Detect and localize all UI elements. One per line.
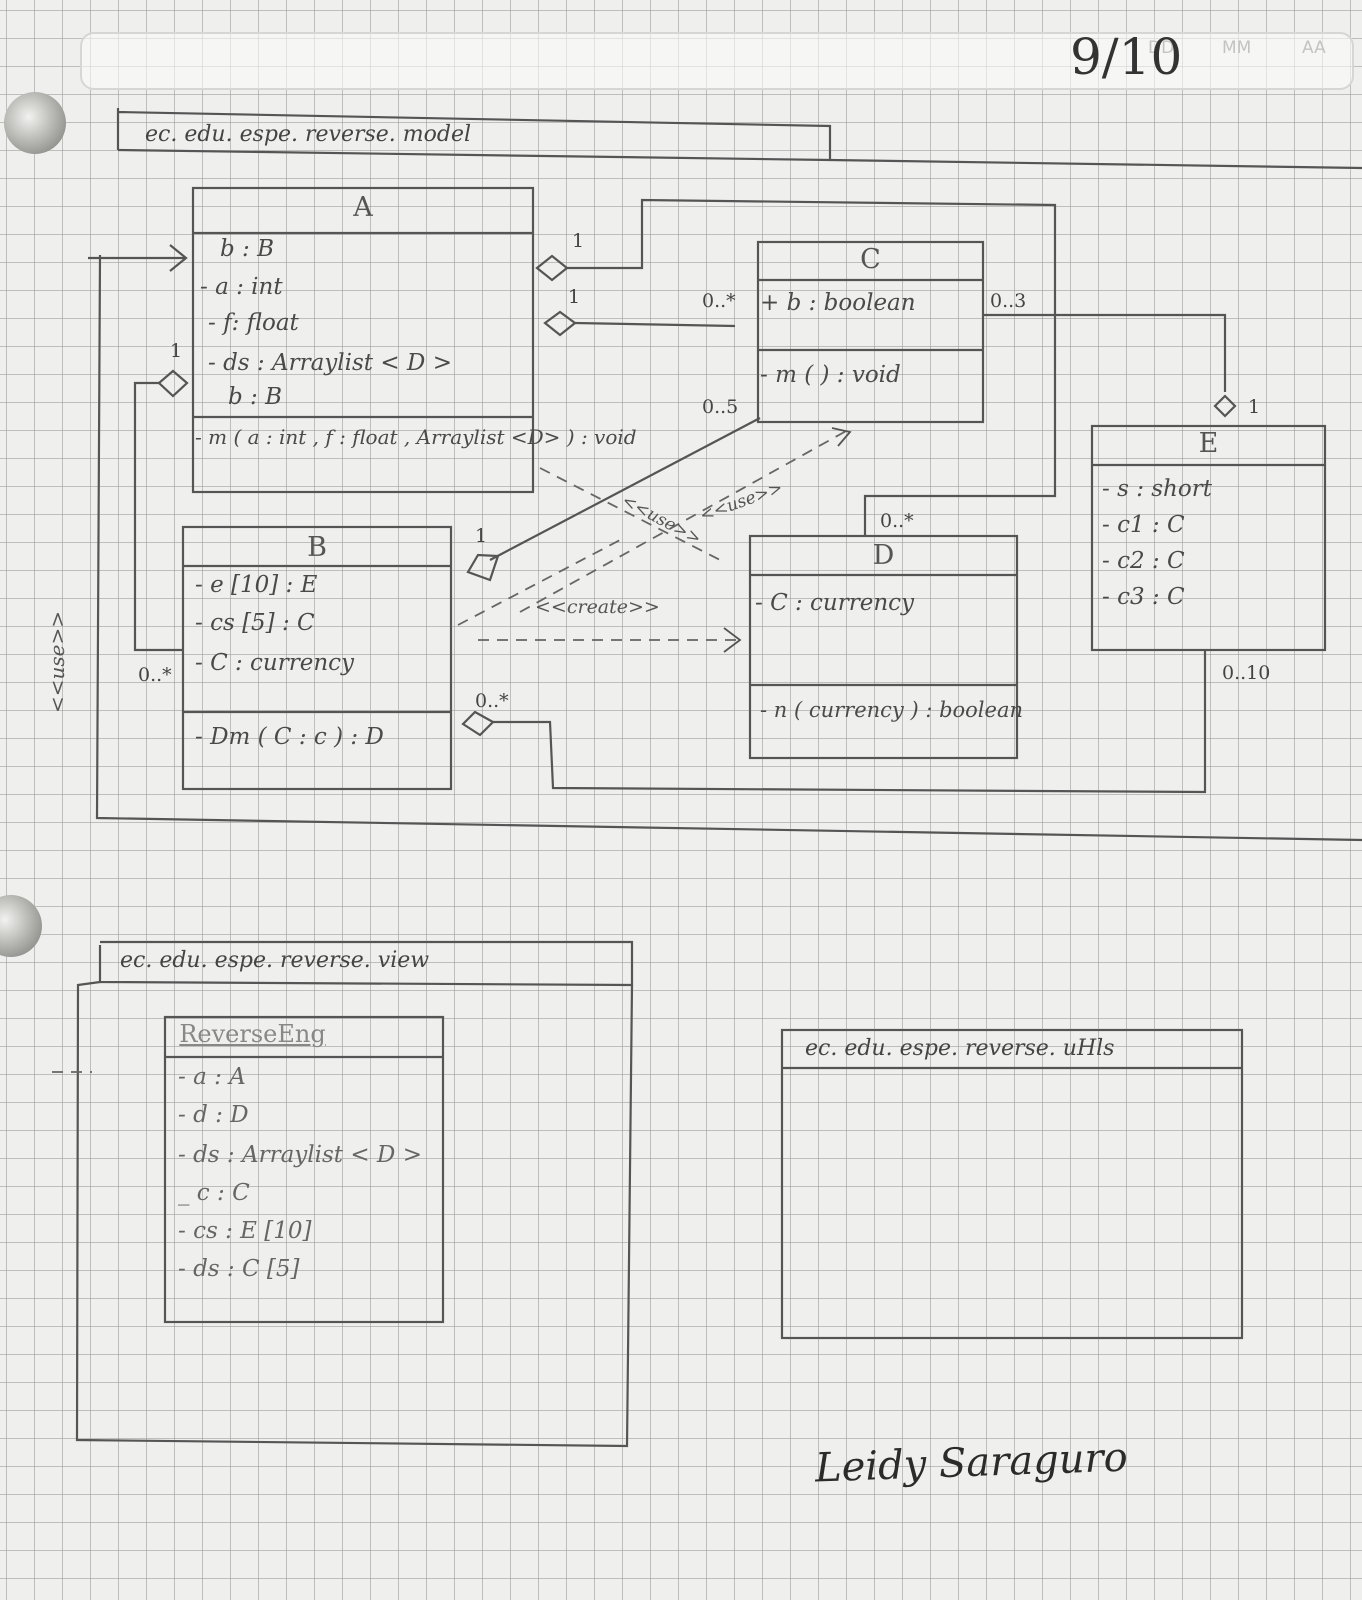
class-a-box <box>191 186 535 494</box>
class-a-name: A <box>353 192 373 223</box>
class-reverseeng-attr-6: - ds : C [5] <box>178 1256 300 1282</box>
model-package-tab <box>116 108 832 160</box>
mult-e-agg: 1 <box>1248 396 1261 418</box>
binder-hole-top <box>4 92 66 154</box>
class-e-attr-4: - c3 : C <box>1102 584 1185 610</box>
mult-e-d: 0..10 <box>1222 662 1271 684</box>
model-package-frame <box>95 254 1362 842</box>
class-c-name: C <box>860 244 881 275</box>
date-label-month: MM <box>1222 38 1252 58</box>
class-b-method-1: - Dm ( C : c ) : D <box>195 724 384 750</box>
class-reverseeng-attr-1: - a : A <box>178 1064 246 1090</box>
class-e-attr-3: - c2 : C <box>1102 548 1185 574</box>
class-reverseeng-attr-4: _ c : C <box>178 1180 250 1206</box>
class-e-attr-1: - s : short <box>1102 476 1212 502</box>
date-label-year: AA <box>1302 38 1326 58</box>
class-a-method-1: - m ( a : int , f : float , Arraylist <D… <box>195 425 637 449</box>
mult-c-e: 0..3 <box>990 290 1027 312</box>
class-e-name: E <box>1198 428 1219 459</box>
class-d-attr-1: - C : currency <box>755 590 915 616</box>
mult-b-a-one: 1 <box>170 340 183 362</box>
class-b-attr-2: - cs [5] : C <box>195 610 315 636</box>
aggregation-diamond-b <box>157 369 189 398</box>
class-b-attr-3: - C : currency <box>195 650 355 676</box>
mult-b-a-many: 0..* <box>138 664 172 686</box>
use-arrowhead <box>831 427 852 447</box>
class-b-name: B <box>307 532 327 563</box>
utils-package-box <box>780 1028 1244 1340</box>
class-c-attr-1: + b : boolean <box>760 290 916 316</box>
class-c-method-1: - m ( ) : void <box>760 362 901 388</box>
model-package-top <box>117 148 1362 170</box>
mult-b-d-many: 0..* <box>475 690 509 712</box>
class-d-method-1: - n ( currency ) : boolean <box>760 698 1023 722</box>
class-reverseeng-attr-3: - ds : Arraylist < D > <box>178 1142 422 1168</box>
model-package-label: ec. edu. espe. reverse. model <box>145 122 472 147</box>
class-reverseeng-box <box>163 1015 445 1324</box>
class-reverseeng-attr-5: - cs : E [10] <box>178 1218 312 1244</box>
class-c-box <box>756 240 985 424</box>
class-b-box <box>181 525 453 791</box>
utils-package-label: ec. edu. espe. reverse. uHls <box>805 1036 1115 1061</box>
stereotype-side-use: <<use>> <box>45 610 70 714</box>
class-reverseeng-attr-2: - d : D <box>178 1102 249 1128</box>
header-strip <box>80 32 1354 90</box>
class-a-attr-2: - a : int <box>200 274 283 300</box>
class-b-attr-1: - e [10] : E <box>195 572 318 598</box>
date-label-day: DD <box>1148 38 1175 58</box>
aggregation-diamond-e <box>1213 394 1237 418</box>
aggregation-diamond-a-mid <box>543 310 577 337</box>
mult-a-c-mid: 1 <box>568 286 581 308</box>
mult-d-top: 0..* <box>880 510 914 532</box>
class-e-box <box>1090 424 1327 652</box>
grade: 9/10 <box>1070 28 1183 86</box>
class-a-attr-1: b : B <box>220 236 274 262</box>
class-reverseeng-name: ReverseEng <box>179 1020 326 1048</box>
aggregation-diamond-b-d <box>461 710 495 737</box>
mult-a-c-top: 1 <box>572 230 585 252</box>
class-d-box <box>748 534 1019 760</box>
class-e-attr-2: - c1 : C <box>1102 512 1185 538</box>
mult-b-c-one: 1 <box>475 525 488 547</box>
aggregation-diamond-a-top <box>535 254 569 282</box>
class-d-name: D <box>872 540 895 571</box>
class-a-attr-4: - ds : Arraylist < D > <box>208 350 452 376</box>
stereotype-create: <<create>> <box>535 596 660 618</box>
create-arrowhead <box>723 627 742 653</box>
class-a-attr-3: - f: float <box>208 310 299 336</box>
mult-c-bottom: 0..5 <box>702 396 739 418</box>
mult-c-a-many: 0..* <box>702 290 736 312</box>
class-a-attr-5: b : B <box>228 384 282 410</box>
view-package-label: ec. edu. espe. reverse. view <box>120 948 430 973</box>
